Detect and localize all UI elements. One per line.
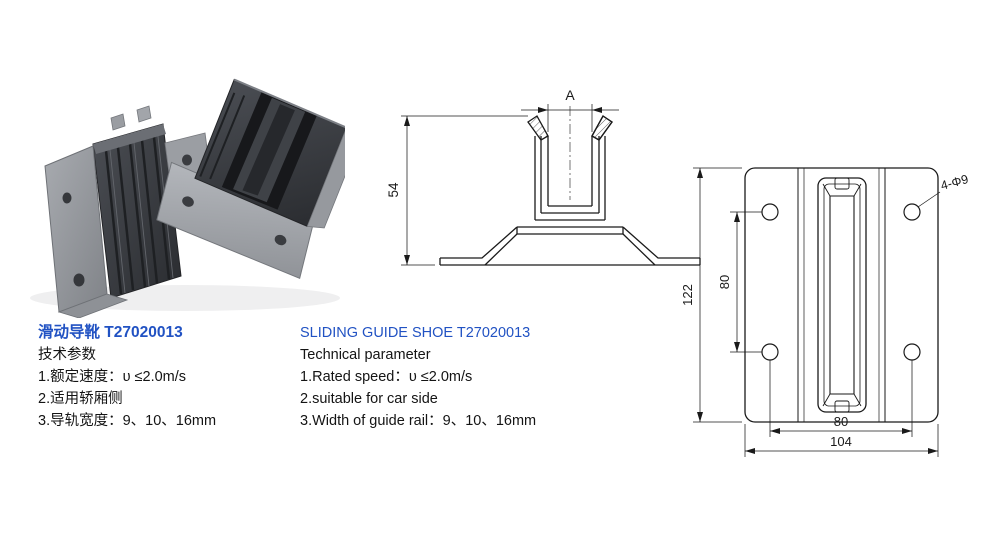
english-spec-block: SLIDING GUIDE SHOE T27020013 Technical p… (300, 322, 600, 432)
chinese-spec-block: 滑动导靴 T27020013 技术参数 1.额定速度：υ ≤2.0m/s 2.适… (38, 322, 288, 432)
dim-label-hole-spacing-h: 80 (834, 414, 848, 429)
param-en-rail-width: 3.Width of guide rail：9、10、16mm (300, 413, 537, 429)
front-view-part-outline (439, 115, 701, 266)
dim-rail-width (521, 104, 619, 132)
dim-hole-spacing-vertical (730, 211, 762, 353)
dim-overall-height-front (401, 115, 528, 266)
dim-label-height-54: 54 (386, 182, 401, 198)
hole-callout-leader (917, 191, 941, 208)
param-header-zh: 技术参数 (38, 347, 96, 363)
dim-total-height (693, 167, 742, 423)
param-header-en: Technical parameter (300, 347, 431, 363)
product-photo (30, 78, 345, 318)
param-zh-rated-speed: 1.额定速度：υ ≤2.0m/s (38, 369, 187, 385)
dim-label-hole-spacing-v: 80 (717, 275, 732, 289)
dim-label-total-height: 122 (680, 284, 695, 306)
dim-label-total-width: 104 (830, 434, 852, 449)
dim-label-rail-width: A (565, 87, 575, 103)
param-en-application: 2.suitable for car side (300, 391, 438, 407)
guide-shoe-right (156, 78, 345, 280)
param-zh-application: 2.适用轿厢侧 (38, 391, 123, 407)
param-en-rated-speed: 1.Rated speed：υ ≤2.0m/s (300, 369, 473, 385)
mounting-holes (761, 203, 921, 361)
plan-view-part-outline (744, 167, 939, 423)
hole-callout-label: 4-Φ9 (939, 172, 970, 193)
product-title-zh: 滑动导靴 T27020013 (38, 324, 183, 341)
front-view-drawing: A 54 (386, 87, 701, 266)
dim-total-width (744, 424, 939, 457)
param-zh-rail-width: 3.导轨宽度：9、10、16mm (38, 413, 217, 429)
plan-view-drawing: 122 80 80 104 4-Φ9 (680, 167, 970, 457)
guide-shoe-left (44, 105, 182, 318)
dim-hole-spacing-horizontal (769, 360, 913, 437)
product-title-en: SLIDING GUIDE SHOE T27020013 (300, 325, 531, 341)
